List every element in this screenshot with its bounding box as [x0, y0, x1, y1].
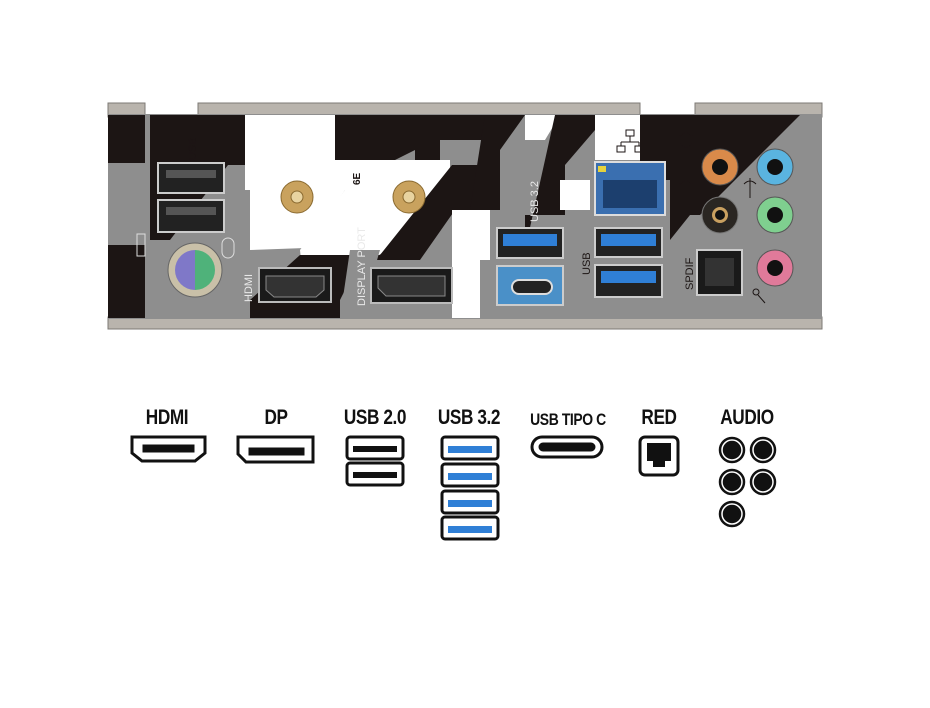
mounting-rails — [107, 102, 823, 330]
ethernet-icon — [638, 435, 680, 477]
audio-jack-orange — [701, 148, 739, 186]
audio-jacks-icon — [718, 436, 777, 528]
wifi-antenna-connector — [280, 180, 314, 214]
wifi-antenna-connector — [392, 180, 426, 214]
legend-label-usb-c: USB TIPO C — [530, 410, 606, 429]
usb32-port — [496, 227, 564, 259]
label-usb-left: USB — [187, 137, 199, 160]
legend-label-audio: AUDIO — [720, 406, 774, 429]
io-panel-photo: USB HDMI DISPLAY PORT USB 3.2 USB SPDIF … — [107, 102, 823, 330]
legend-label-usb20: USB 2.0 — [343, 406, 407, 429]
audio-jack-blue — [756, 148, 794, 186]
label-spdif: SPDIF — [684, 257, 696, 290]
legend-label-hdmi: HDMI — [145, 406, 189, 429]
legend-label-usb32: USB 3.2 — [437, 406, 501, 429]
usb2-icon — [345, 435, 405, 487]
speaker-icon — [679, 128, 757, 198]
usb32-port — [594, 227, 663, 258]
legend-label-ethernet: RED — [641, 406, 677, 429]
hdmi-icon — [130, 435, 207, 463]
ethernet-port — [594, 161, 666, 216]
audio-jack-pink — [756, 249, 794, 287]
label-hdmi: HDMI — [243, 274, 255, 302]
displayport-port — [370, 267, 453, 304]
usb-c-port — [496, 265, 564, 306]
label-display-port: DISPLAY PORT — [356, 227, 368, 306]
legend-label-dp: DP — [264, 406, 288, 429]
usb-c-icon — [530, 435, 604, 459]
audio-jack-green — [756, 196, 794, 234]
usb3-icon — [440, 435, 500, 541]
ps2-port — [167, 242, 223, 298]
spdif-optical-port — [696, 249, 743, 296]
usb2-port — [157, 199, 225, 233]
label-usb32: USB 3.2 — [529, 181, 541, 222]
keyboard-icon — [136, 233, 146, 257]
usb32-port — [594, 264, 663, 298]
audio-jack-black — [701, 196, 739, 234]
microphone-icon — [752, 288, 766, 304]
hdmi-port — [258, 267, 332, 303]
label-usb-right: USB — [581, 252, 593, 275]
usb2-port — [157, 162, 225, 194]
network-icon — [616, 129, 644, 153]
displayport-icon — [236, 435, 315, 464]
wifi-6e-logo: 6E — [352, 172, 363, 185]
mouse-icon — [221, 237, 235, 259]
